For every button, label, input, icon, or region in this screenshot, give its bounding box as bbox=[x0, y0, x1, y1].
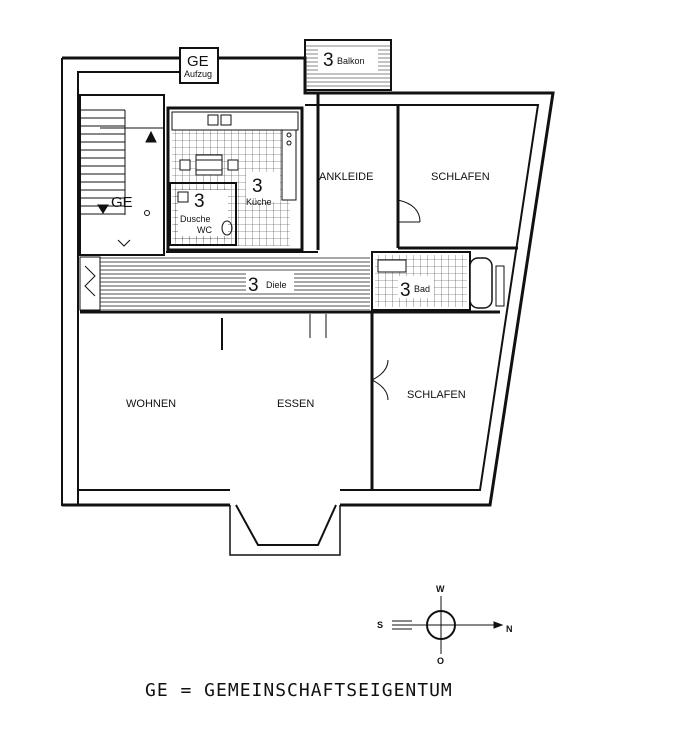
schlafen-bottom-label: SCHLAFEN bbox=[407, 389, 466, 401]
aufzug-label: Aufzug bbox=[184, 69, 212, 79]
wohnen-label: WOHNEN bbox=[126, 398, 176, 410]
compass-s: S bbox=[377, 620, 383, 630]
diele-number: 3 bbox=[248, 275, 259, 296]
bad-label: Bad bbox=[414, 284, 430, 294]
bad-number: 3 bbox=[400, 280, 411, 301]
bay-window bbox=[229, 504, 341, 556]
compass-o: O bbox=[437, 656, 444, 666]
ankleide-label: ANKLEIDE bbox=[319, 171, 373, 183]
essen-label: ESSEN bbox=[277, 398, 314, 410]
dusche-number: 3 bbox=[194, 191, 205, 212]
schlafen-top-label: SCHLAFEN bbox=[431, 171, 490, 183]
bad bbox=[371, 251, 505, 311]
compass-w: W bbox=[436, 584, 445, 594]
balkon: 3 Balkon bbox=[304, 39, 392, 91]
aufzug: GE Aufzug bbox=[179, 47, 219, 84]
compass bbox=[392, 596, 504, 654]
aufzug-ge-label: GE bbox=[187, 53, 209, 70]
kueche-number: 3 bbox=[252, 176, 263, 197]
balkon-label: Balkon bbox=[337, 56, 365, 66]
compass-n: N bbox=[506, 624, 513, 634]
wc-label: WC bbox=[197, 225, 212, 235]
diele-label: Diele bbox=[266, 280, 287, 290]
interior-walls bbox=[80, 93, 518, 490]
legend: GE = GEMEINSCHAFTSEIGENTUM bbox=[145, 680, 453, 701]
stairwell bbox=[79, 94, 165, 256]
diele bbox=[79, 239, 370, 311]
outer-walls bbox=[61, 56, 555, 507]
balkon-number: 3 bbox=[323, 50, 334, 71]
stairwell-ge-label: GE bbox=[111, 194, 133, 211]
kueche-label: Küche bbox=[246, 197, 272, 207]
dusche-wc bbox=[169, 182, 237, 246]
dusche-label: Dusche bbox=[180, 214, 211, 224]
